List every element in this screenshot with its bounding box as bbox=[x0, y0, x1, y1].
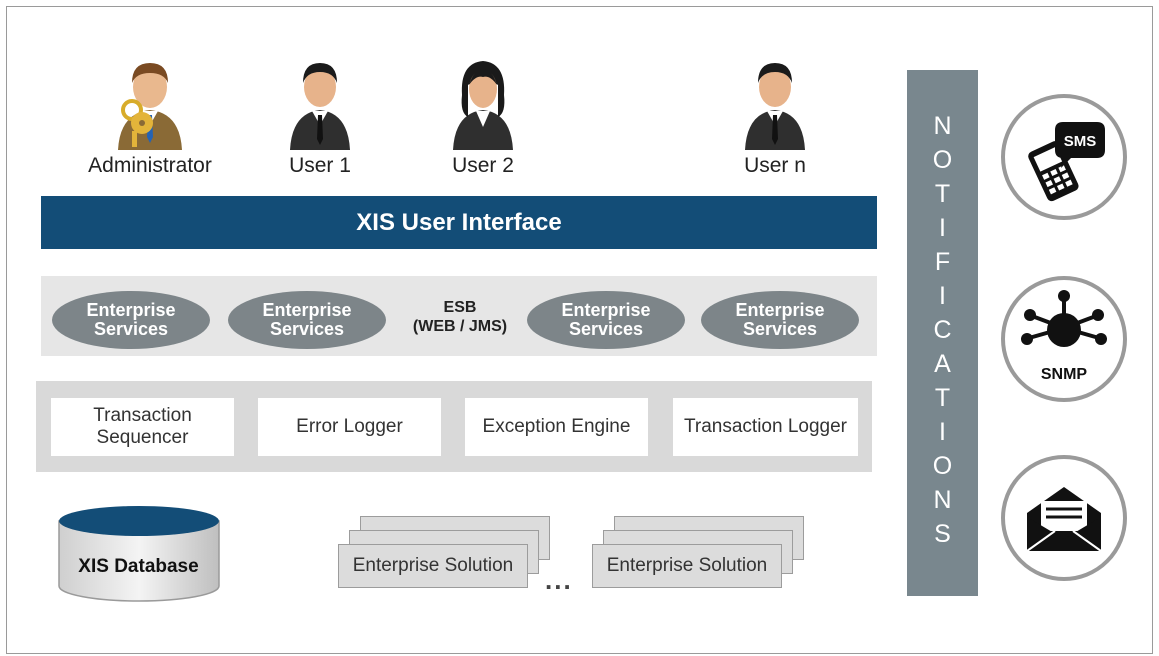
male-user-icon bbox=[745, 63, 805, 150]
enterprise-services-ellipse: Enterprise Services bbox=[527, 291, 685, 349]
xis-database-label: XIS Database bbox=[78, 556, 199, 577]
transaction-logger-box: Transaction Logger bbox=[673, 398, 858, 456]
error-logger-box: Error Logger bbox=[258, 398, 441, 456]
notifications-letter: T bbox=[934, 180, 951, 208]
enterprise-solution-card: Enterprise Solution bbox=[338, 544, 528, 588]
component-label-line2: Sequencer bbox=[96, 427, 189, 448]
user-n: User n bbox=[700, 55, 850, 178]
user-label: User n bbox=[744, 154, 806, 177]
email-channel-circle bbox=[1001, 455, 1127, 581]
esb-label-line2: (WEB / JMS) bbox=[412, 318, 508, 335]
notifications-letter: A bbox=[934, 350, 951, 378]
ellipsis: ... bbox=[545, 565, 573, 595]
snmp-network-icon: SNMP bbox=[1021, 290, 1107, 383]
administrator-icon bbox=[118, 63, 182, 150]
components-band: Transaction Sequencer Error Logger Excep… bbox=[36, 381, 872, 472]
esb-label-line1: ESB bbox=[443, 299, 477, 316]
enterprise-services-ellipse: Enterprise Services bbox=[228, 291, 386, 349]
enterprise-services-ellipse: Enterprise Services bbox=[52, 291, 210, 349]
snmp-channel-circle: SNMP bbox=[1001, 276, 1127, 402]
notifications-letter: O bbox=[932, 452, 953, 480]
xis-user-interface-bar: XIS User Interface bbox=[41, 196, 877, 249]
database-cylinder-icon bbox=[58, 506, 220, 602]
female-user-icon bbox=[453, 61, 513, 150]
notifications-letter: N bbox=[933, 486, 952, 514]
user-1: User 1 bbox=[245, 55, 395, 178]
notifications-letter: F bbox=[934, 248, 951, 276]
user-label: Administrator bbox=[88, 154, 212, 177]
user-label: User 1 bbox=[289, 154, 351, 177]
esb-band: Enterprise Services Enterprise Services … bbox=[41, 276, 877, 356]
notifications-letter: I bbox=[939, 282, 946, 310]
male-user-icon bbox=[290, 63, 350, 150]
notifications-bar: N O T I F I C A T I O N S bbox=[907, 70, 978, 596]
notifications-letter: C bbox=[933, 316, 952, 344]
email-envelope-icon bbox=[1026, 487, 1102, 552]
esb-label: ESB (WEB / JMS) bbox=[401, 298, 519, 336]
user-label: User 2 bbox=[452, 154, 514, 177]
enterprise-solution-card: Enterprise Solution bbox=[592, 544, 782, 588]
sms-channel-circle: SMS bbox=[1001, 94, 1127, 220]
exception-engine-box: Exception Engine bbox=[465, 398, 648, 456]
sms-phone-icon: SMS bbox=[1028, 122, 1105, 202]
snmp-text: SNMP bbox=[1041, 366, 1088, 383]
diagram-frame bbox=[6, 6, 1153, 654]
transaction-sequencer-box: Transaction Sequencer bbox=[51, 398, 234, 456]
sms-text: SMS bbox=[1064, 133, 1097, 150]
enterprise-services-ellipse: Enterprise Services bbox=[701, 291, 859, 349]
notifications-letter: S bbox=[934, 520, 951, 548]
notifications-letter: T bbox=[934, 384, 951, 412]
notifications-letter: I bbox=[939, 418, 946, 446]
notifications-letter: I bbox=[939, 214, 946, 242]
user-administrator: Administrator bbox=[75, 55, 225, 178]
notifications-letter: N bbox=[933, 112, 952, 140]
user-2: User 2 bbox=[408, 55, 558, 178]
notifications-letter: O bbox=[932, 146, 953, 174]
component-label-line1: Transaction bbox=[93, 405, 192, 426]
